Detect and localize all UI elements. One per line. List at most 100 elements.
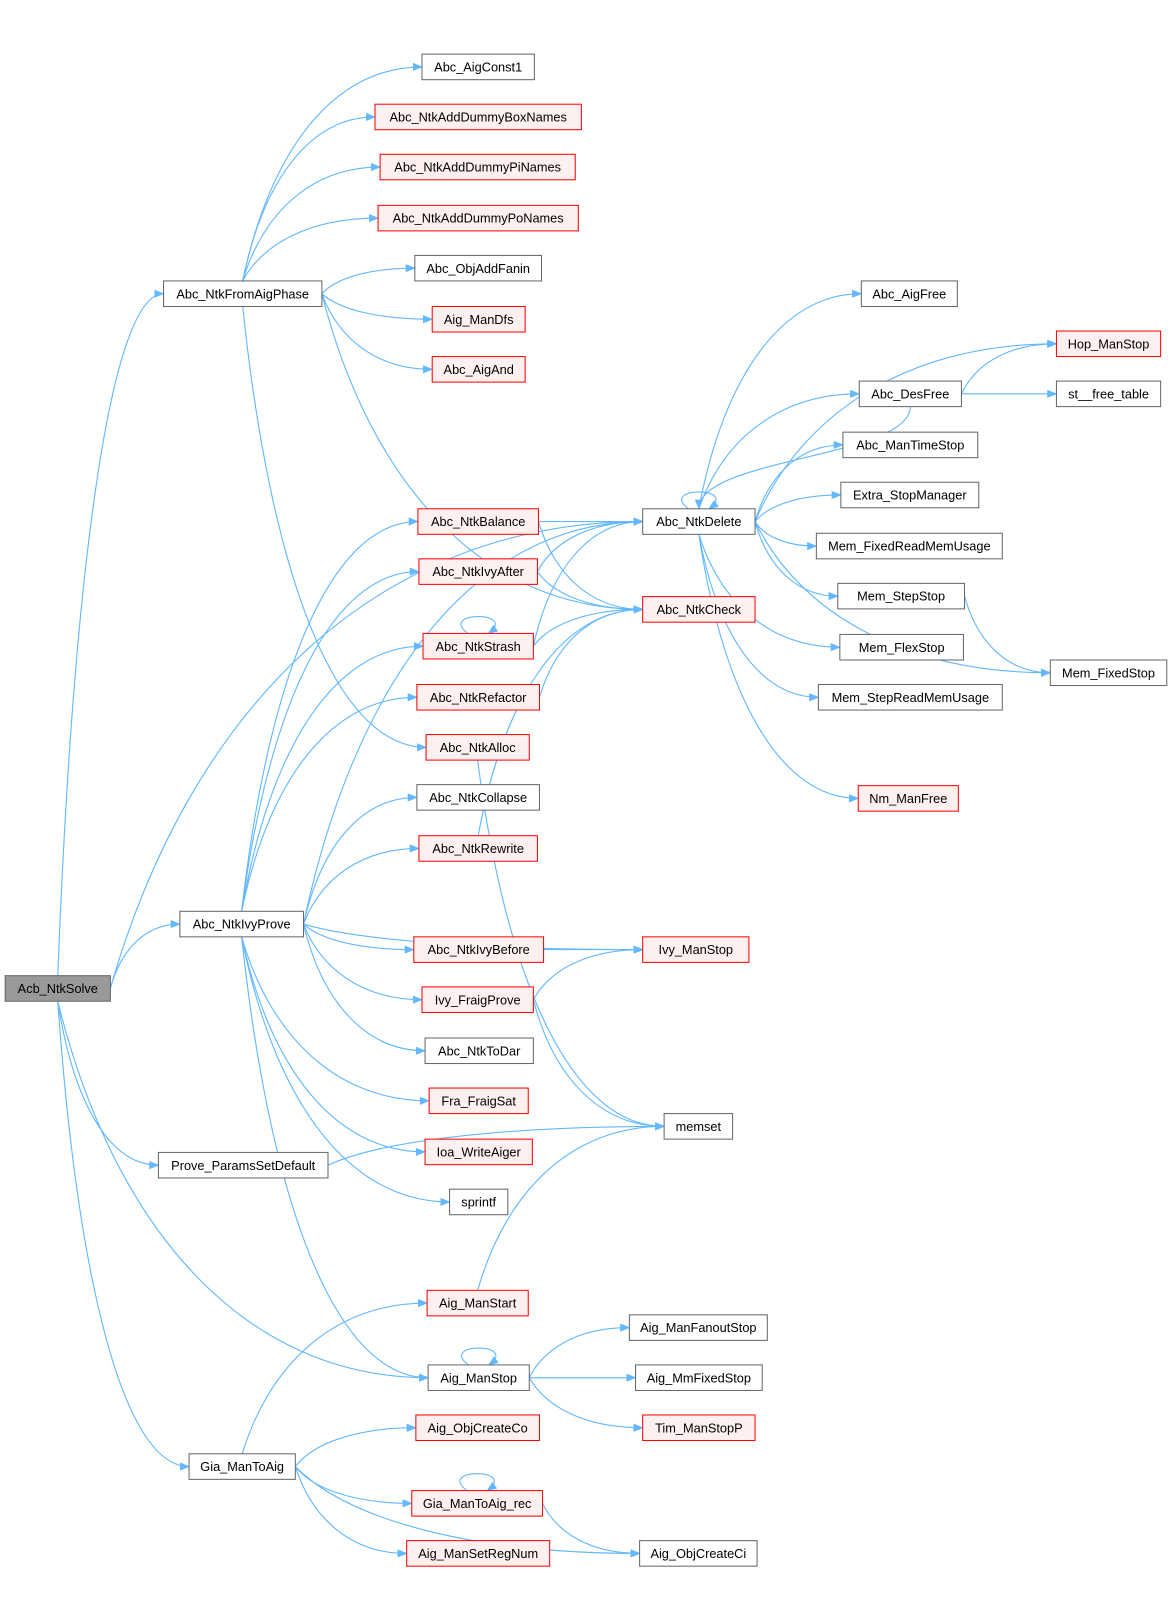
node-box [840, 481, 980, 509]
node-label: Mem_StepStop [857, 589, 945, 604]
node-aig-man-fanout-stop[interactable]: Aig_ManFanoutStop [628, 1314, 768, 1341]
node-label: Acb_NtkSolve [18, 981, 98, 996]
node-abc-ntk-rewrite[interactable]: Abc_NtkRewrite [418, 835, 538, 862]
node-box [424, 1138, 533, 1166]
node-abc-ntk-ivy-after[interactable]: Abc_NtkIvyAfter [418, 558, 538, 585]
node-memset[interactable]: memset [663, 1113, 734, 1140]
node-abc-ntk-to-dar[interactable]: Abc_NtkToDar [424, 1037, 534, 1065]
edge-abc-ntk-from-aig-phase-to-aig-man-dfs [321, 293, 434, 324]
node-hop-man-stop[interactable]: Hop_ManStop [1055, 330, 1162, 358]
node-box [663, 1113, 734, 1140]
node-label: Nm_ManFree [869, 791, 947, 806]
node-abc-ntk-ivy-before[interactable]: Abc_NtkIvyBefore [413, 936, 545, 963]
node-aig-obj-create-ci[interactable]: Aig_ObjCreateCi [639, 1540, 758, 1567]
node-abc-ntk-add-dummy-box-names[interactable]: Abc_NtkAddDummyBoxNames [374, 103, 582, 131]
node-abc-ntk-balance[interactable]: Abc_NtkBalance [417, 508, 539, 535]
node-label: Mem_StepReadMemUsage [832, 690, 990, 705]
node-abc-ntk-check[interactable]: Abc_NtkCheck [642, 596, 756, 623]
node-label: Prove_ParamsSetDefault [171, 1158, 315, 1173]
node-label: Abc_ObjAddFanin [426, 261, 530, 276]
node-abc-ntk-from-aig-phase[interactable]: Abc_NtkFromAigPhase [163, 280, 323, 308]
node-box [431, 305, 526, 333]
node-aig-man-dfs[interactable]: Aig_ManDfs [431, 305, 526, 333]
edge-prove-params-set-default-to-memset [327, 1122, 666, 1166]
node-gia-man-to-aig[interactable]: Gia_ManToAig [188, 1453, 296, 1480]
edge-abc-ntk-from-aig-phase-to-abc-ntk-add-dummy-box-names [242, 112, 377, 282]
node-label: Aig_ManStart [439, 1296, 517, 1311]
node-label: Abc_NtkBalance [431, 514, 525, 529]
edge-abc-ntk-from-aig-phase-to-abc-obj-add-fanin [321, 264, 416, 295]
nodes-layer: Acb_NtkSolve Abc_NtkFromAigPhaseAbc_NtkIv… [4, 53, 1168, 1567]
node-label: Ivy_ManStop [659, 942, 734, 957]
node-box [188, 1453, 296, 1480]
node-box [642, 508, 756, 535]
node-sprintf[interactable]: sprintf [449, 1188, 509, 1216]
node-abc-ntk-add-dummy-pi-names[interactable]: Abc_NtkAddDummyPiNames [379, 153, 576, 181]
node-abc-des-free[interactable]: Abc_DesFree [858, 380, 962, 408]
node-st-free-table[interactable]: st__free_table [1055, 380, 1162, 408]
node-box [424, 1037, 534, 1065]
node-mem-fixed-stop[interactable]: Mem_FixedStop [1049, 659, 1168, 687]
node-abc-aig-free[interactable]: Abc_AigFree [860, 280, 958, 308]
node-tim-man-stop-p[interactable]: Tim_ManStopP [642, 1414, 756, 1442]
node-abc-ntk-alloc[interactable]: Abc_NtkAlloc [425, 734, 530, 761]
edge-abc-ntk-from-aig-phase-to-abc-ntk-alloc [242, 306, 428, 752]
node-mem-step-stop[interactable]: Mem_StepStop [837, 582, 965, 610]
node-abc-ntk-delete[interactable]: Abc_NtkDelete [642, 508, 756, 535]
node-label: Abc_NtkIvyBefore [428, 942, 530, 957]
node-aig-man-stop[interactable]: Aig_ManStop [427, 1364, 530, 1391]
edge-abc-des-free-to-hop-man-stop [960, 339, 1058, 395]
node-abc-ntk-refactor[interactable]: Abc_NtkRefactor [416, 683, 540, 711]
node-abc-ntk-strash[interactable]: Abc_NtkStrash [422, 632, 534, 660]
node-label: Abc_NtkRefactor [430, 690, 527, 705]
node-abc-aig-and[interactable]: Abc_AigAnd [431, 356, 526, 383]
node-fra-fraig-sat[interactable]: Fra_FraigSat [428, 1087, 529, 1115]
node-aig-mm-fixed-stop[interactable]: Aig_MmFixedStop [635, 1364, 763, 1391]
node-nm-man-free[interactable]: Nm_ManFree [857, 785, 959, 812]
node-box [635, 1364, 763, 1391]
node-box [857, 785, 959, 812]
node-abc-aig-const1[interactable]: Abc_AigConst1 [421, 53, 535, 81]
node-ivy-man-stop[interactable]: Ivy_ManStop [642, 936, 750, 963]
node-ioa-write-aiger[interactable]: Ioa_WriteAiger [424, 1138, 533, 1166]
node-label: Abc_NtkDelete [656, 514, 741, 529]
node-aig-man-set-reg-num[interactable]: Aig_ManSetRegNum [406, 1540, 551, 1567]
edge-abc-ntk-delete-to-abc-des-free [698, 389, 861, 509]
node-abc-ntk-collapse[interactable]: Abc_NtkCollapse [416, 784, 540, 811]
node-box [374, 103, 582, 131]
node-mem-fixed-read-mem-usage[interactable]: Mem_FixedReadMemUsage [815, 532, 1003, 560]
edge-abc-ntk-ivy-after-to-abc-ntk-check [536, 571, 644, 614]
node-acb-ntk-solve[interactable]: Acb_NtkSolve [4, 975, 111, 1002]
edge-abc-ntk-ivy-prove-to-fra-fraig-sat [241, 936, 431, 1105]
node-label: Fra_FraigSat [441, 1093, 516, 1108]
node-box [163, 280, 323, 308]
node-box [421, 53, 535, 81]
node-gia-man-to-aig-rec[interactable]: Gia_ManToAig_rec [411, 1490, 544, 1517]
node-box [428, 1087, 529, 1115]
edge-abc-ntk-strash-to-abc-ntk-delete [532, 517, 644, 647]
node-mem-flex-stop[interactable]: Mem_FlexStop [839, 633, 964, 661]
node-label: Abc_AigConst1 [434, 60, 522, 75]
node-label: Abc_NtkIvyProve [193, 917, 291, 932]
edge-abc-ntk-ivy-prove-to-sprintf [241, 936, 451, 1207]
node-ivy-fraig-prove[interactable]: Ivy_FraigProve [421, 986, 534, 1013]
node-label: Abc_NtkRewrite [432, 841, 524, 856]
node-label: Abc_NtkCheck [657, 602, 742, 617]
node-abc-ntk-add-dummy-po-names[interactable]: Abc_NtkAddDummyPoNames [377, 204, 579, 232]
node-mem-step-read-mem-usage[interactable]: Mem_StepReadMemUsage [817, 683, 1003, 711]
edge-abc-ntk-delete-to-mem-step-stop [754, 521, 839, 601]
node-label: memset [676, 1119, 722, 1134]
node-label: Gia_ManToAig [200, 1459, 284, 1474]
node-extra-stop-manager[interactable]: Extra_StopManager [840, 481, 980, 509]
node-abc-ntk-ivy-prove[interactable]: Abc_NtkIvyProve [179, 910, 304, 938]
node-aig-obj-create-co[interactable]: Aig_ObjCreateCo [415, 1414, 540, 1442]
node-abc-obj-add-fanin[interactable]: Abc_ObjAddFanin [414, 254, 543, 282]
node-prove-params-set-default[interactable]: Prove_ParamsSetDefault [157, 1151, 329, 1179]
edge-gia-man-to-aig-rec-to-gia-man-to-aig-rec [459, 1473, 498, 1492]
node-label: Ivy_FraigProve [435, 992, 521, 1007]
node-aig-man-start[interactable]: Aig_ManStart [426, 1289, 529, 1317]
node-abc-man-time-stop[interactable]: Abc_ManTimeStop [842, 431, 979, 459]
node-box [628, 1314, 768, 1341]
node-box [157, 1151, 329, 1179]
